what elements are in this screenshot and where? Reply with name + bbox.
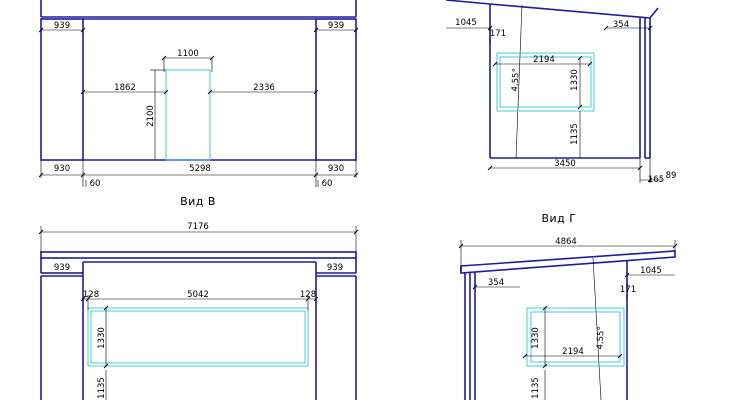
- dim-sill-height: 1135: [97, 377, 107, 399]
- dim-door-height: 2100: [146, 105, 156, 127]
- dim-overhang: 1045: [455, 18, 477, 28]
- dim-roof-left: 354: [488, 278, 504, 288]
- window-panel-outer: [526, 307, 625, 367]
- dim-offset-right: 60: [322, 179, 333, 189]
- dim-slope: 4,55°: [595, 326, 606, 350]
- dim-post-2: 89: [666, 171, 677, 181]
- dim-window-width: 5042: [187, 290, 209, 300]
- dim-top-right: 939: [327, 263, 343, 273]
- door-panel: [165, 69, 211, 161]
- dim-door-width: 1100: [177, 49, 199, 59]
- dim-roof-right: 354: [613, 20, 629, 30]
- dim-bottom-right: 930: [328, 164, 344, 174]
- dim-window-width: 2194: [562, 347, 584, 357]
- dim-total-width: 4864: [555, 237, 577, 247]
- window-panel-inner: [530, 311, 621, 363]
- dim-left-to-door: 1862: [114, 83, 136, 93]
- dim-bottom-mid: 5298: [189, 164, 211, 174]
- building-outline: [445, 0, 659, 159]
- dim-door-to-right: 2336: [253, 83, 275, 93]
- window-panel-outer: [496, 52, 595, 112]
- dim-inset-right: 128: [300, 290, 316, 300]
- dim-slope: 4,55°: [510, 68, 521, 92]
- dim-total-width: 7176: [187, 222, 209, 232]
- dim-bottom: 3450: [554, 159, 576, 169]
- dim-window-height: 1330: [97, 327, 107, 349]
- dim-small: 171: [490, 29, 506, 39]
- window-panel-inner: [499, 56, 592, 108]
- elevation-top-left: 939 939 1100 1862 2336 2100 930 5298 930…: [38, 0, 359, 189]
- dim-post: 165: [648, 175, 664, 185]
- view-b-title: Вид В: [180, 195, 216, 208]
- dim-top-right: 939: [328, 21, 344, 31]
- dim-bottom-left: 930: [54, 164, 70, 174]
- building-outline: [40, 251, 357, 400]
- dim-window-height: 1330: [531, 327, 541, 349]
- building-outline: [40, 0, 357, 161]
- elevation-view-b: 7176 939 939 128 5042 128 1330 1135: [38, 222, 359, 400]
- dim-small: 171: [620, 285, 636, 295]
- dim-offset-left: 60: [90, 179, 101, 189]
- dim-top-left: 939: [54, 263, 70, 273]
- dim-window-width: 2194: [533, 55, 555, 65]
- dim-sill-height: 1135: [531, 377, 541, 399]
- dim-overhang: 1045: [640, 266, 662, 276]
- ridge-line: [592, 257, 602, 400]
- window-panel-outer: [87, 307, 309, 367]
- view-g-title: Вид Г: [541, 212, 576, 225]
- elevation-top-right: 1045 354 171 2194 4,55° 1330 1135 3450 1…: [445, 0, 677, 185]
- dim-inset-left: 128: [83, 290, 99, 300]
- ridge-line: [515, 4, 523, 159]
- window-panel-inner: [90, 310, 306, 364]
- elevation-view-g: 4864 1045 354 171 1330 4,55° 2194 1135: [458, 237, 678, 400]
- dim-top-left: 939: [54, 21, 70, 31]
- dim-window-height: 1330: [570, 69, 580, 91]
- dim-sill-height: 1135: [570, 123, 580, 145]
